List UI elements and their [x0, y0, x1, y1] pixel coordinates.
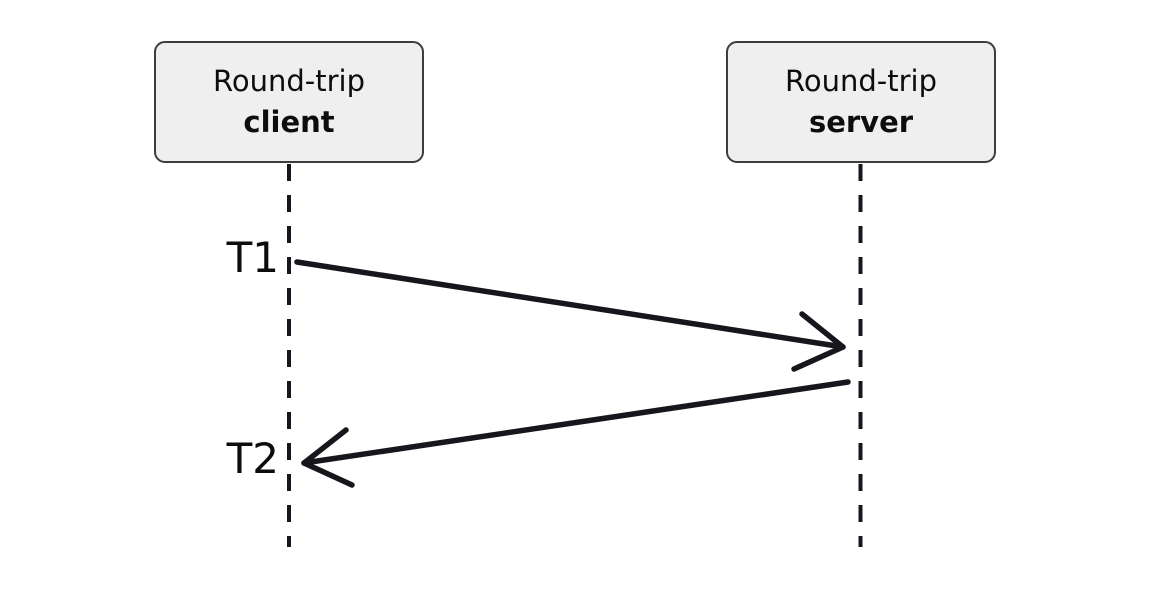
- response-arrow-shaft: [301, 379, 851, 466]
- request-arrow-head: [791, 311, 846, 372]
- timestamp-t1-label: T1: [226, 232, 279, 282]
- actor-box-server: Round-trip server: [726, 41, 996, 163]
- response-arrow-head: [301, 427, 355, 488]
- timestamp-t2-label: T2: [226, 433, 279, 483]
- actor-client-role-label: Round-trip: [213, 63, 365, 98]
- actor-client-name-label: client: [243, 104, 335, 139]
- actor-server-role-label: Round-trip: [785, 63, 937, 98]
- request-arrow-shaft: [294, 259, 846, 350]
- actor-box-client: Round-trip client: [154, 41, 424, 163]
- actor-server-name-label: server: [808, 104, 914, 139]
